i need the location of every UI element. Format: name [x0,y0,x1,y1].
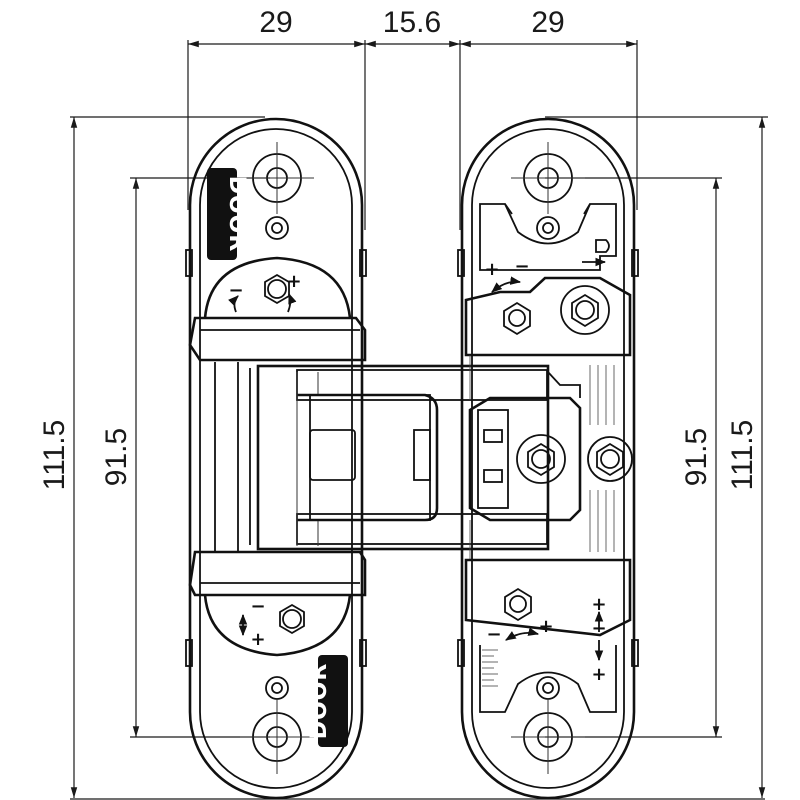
left-hinge-body: DOOR DOOR − + − + [185,117,367,800]
hex-screw-icon [503,301,531,336]
dim-top-right: 29 [531,6,564,39]
dim-right-outer: 111.5 [726,420,759,491]
dim-right-inner: 91.5 [680,428,713,486]
dim-top-left: 29 [259,6,292,39]
door-label-top [207,168,237,260]
dim-left-outer: 111.5 [38,420,71,491]
adjustment-scale [482,649,498,687]
svg-text:+: + [591,664,606,685]
dim-left-inner: 91.5 [100,428,133,486]
svg-text:−: − [514,256,529,277]
hex-screw-icon [504,587,532,622]
svg-text:+: + [591,594,606,615]
svg-text:−: − [250,596,265,617]
svg-text:DOOR: DOOR [307,663,332,740]
hex-screw-icon [527,442,555,477]
svg-text:+: + [538,616,553,637]
hex-screw-icon [571,293,599,328]
svg-text:+: + [250,629,265,650]
svg-text:+: + [286,271,301,292]
dimension-lines [70,40,768,800]
svg-text:−: − [486,624,501,645]
central-link-arm [256,364,550,551]
svg-text:+: + [484,259,499,280]
door-label-bottom [318,655,348,747]
svg-text:DOOR: DOOR [224,176,249,253]
hex-screw-icon [596,442,624,477]
right-hinge-body: + − [457,117,639,800]
dim-top-gap: 15.6 [383,6,441,39]
